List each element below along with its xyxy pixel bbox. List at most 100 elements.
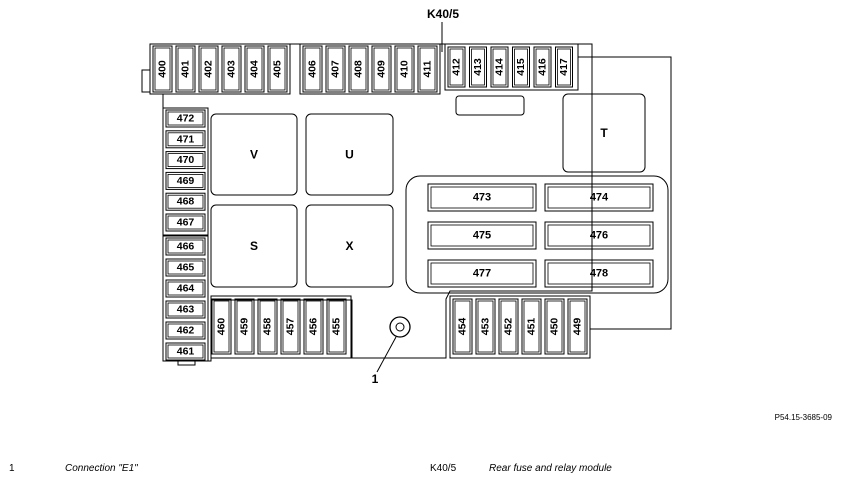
legend-key-1: 1 xyxy=(9,463,15,474)
fuse-group-top-3 xyxy=(444,43,579,91)
fuse-label-405: 405 xyxy=(272,60,284,78)
fuse-415: 415 xyxy=(512,46,530,88)
relay-label-U: U xyxy=(345,148,354,162)
fuse-label-413: 413 xyxy=(472,58,484,76)
fuse-411: 411 xyxy=(417,45,438,93)
relay-label-V: V xyxy=(250,148,258,162)
relay-475: 475 xyxy=(427,221,537,250)
fuse-408: 408 xyxy=(348,45,369,93)
fuse-412: 412 xyxy=(447,46,466,88)
fuse-label-408: 408 xyxy=(353,60,365,78)
relay-label-476: 476 xyxy=(590,230,608,242)
fuse-label-461: 461 xyxy=(177,346,195,358)
relay-478: 478 xyxy=(544,259,654,288)
relay-477: 477 xyxy=(427,259,537,288)
fuse-406: 406 xyxy=(302,45,323,93)
fuse-group-bottom-right xyxy=(449,295,591,359)
fuse-label-467: 467 xyxy=(177,217,195,229)
fuse-456: 456 xyxy=(303,298,324,355)
wire-right xyxy=(578,56,672,330)
fuse-label-412: 412 xyxy=(451,58,463,76)
fuse-458: 458 xyxy=(257,298,278,355)
legend-text-1: Connection "E1" xyxy=(65,463,138,474)
fuse-407: 407 xyxy=(325,45,346,93)
connection-e1-inner xyxy=(395,322,405,332)
fuse-451: 451 xyxy=(521,298,542,355)
callout-1-leader xyxy=(376,336,397,373)
fuse-label-463: 463 xyxy=(177,304,195,316)
relay-S: S xyxy=(210,204,298,288)
reference-code: P54.15-3685-09 xyxy=(774,413,832,422)
fuse-452: 452 xyxy=(498,298,519,355)
notch-top-left xyxy=(141,69,150,93)
fuse-label-462: 462 xyxy=(177,325,195,337)
fuse-label-466: 466 xyxy=(177,241,195,253)
fuse-label-458: 458 xyxy=(262,318,274,336)
fuse-group-top-1 xyxy=(149,43,291,95)
fuse-404: 404 xyxy=(244,45,265,93)
fuse-label-454: 454 xyxy=(457,318,469,336)
fuse-label-460: 460 xyxy=(216,318,228,336)
fuse-group-bottom-left xyxy=(210,295,352,359)
fuse-label-472: 472 xyxy=(177,113,195,125)
fuse-label-406: 406 xyxy=(307,60,319,78)
fuse-401: 401 xyxy=(175,45,196,93)
fuse-label-404: 404 xyxy=(249,60,261,78)
fuse-label-401: 401 xyxy=(180,60,192,78)
fuse-454: 454 xyxy=(452,298,473,355)
fuse-461: 461 xyxy=(165,342,206,361)
fuse-label-411: 411 xyxy=(422,60,434,77)
relay-474: 474 xyxy=(544,183,654,212)
legend-text-2: Rear fuse and relay module xyxy=(489,463,612,474)
small-block xyxy=(455,95,525,116)
fuse-label-417: 417 xyxy=(558,58,570,76)
relay-label-478: 478 xyxy=(590,268,608,280)
relay-label-473: 473 xyxy=(473,192,491,204)
relay-476: 476 xyxy=(544,221,654,250)
relay-T: T xyxy=(562,93,646,173)
fuse-465: 465 xyxy=(165,258,206,277)
fuse-468: 468 xyxy=(165,192,206,211)
connection-e1-outer xyxy=(389,316,411,338)
fuse-453: 453 xyxy=(475,298,496,355)
fuse-400: 400 xyxy=(152,45,173,93)
fuse-label-402: 402 xyxy=(203,60,215,78)
fuse-label-409: 409 xyxy=(376,60,388,78)
fuse-405: 405 xyxy=(267,45,288,93)
fuse-label-416: 416 xyxy=(537,58,549,76)
fuse-label-414: 414 xyxy=(494,58,506,76)
fuse-457: 457 xyxy=(280,298,301,355)
fuse-label-471: 471 xyxy=(177,133,195,145)
fuse-label-452: 452 xyxy=(503,318,515,336)
fuse-label-455: 455 xyxy=(331,318,343,336)
fuse-label-459: 459 xyxy=(239,318,251,336)
fuse-label-469: 469 xyxy=(177,175,195,187)
fuse-label-410: 410 xyxy=(399,60,411,78)
relay-473: 473 xyxy=(427,183,537,212)
fuse-410: 410 xyxy=(394,45,415,93)
fuse-label-407: 407 xyxy=(330,60,342,78)
fuse-group-left-upper xyxy=(162,107,209,236)
relay-label-T: T xyxy=(600,126,608,140)
fuse-label-456: 456 xyxy=(308,318,320,336)
fuse-416: 416 xyxy=(533,46,552,88)
legend-key-2: K40/5 xyxy=(430,463,457,474)
callout-1-label: 1 xyxy=(372,372,379,386)
fuse-467: 467 xyxy=(165,213,206,232)
relay-label-S: S xyxy=(250,239,258,253)
fuse-471: 471 xyxy=(165,130,206,149)
fuse-label-403: 403 xyxy=(226,60,238,78)
fuse-464: 464 xyxy=(165,279,206,298)
fuse-label-468: 468 xyxy=(177,196,195,208)
fuse-455: 455 xyxy=(326,298,347,355)
fuse-459: 459 xyxy=(234,298,255,355)
fuse-460: 460 xyxy=(211,298,232,355)
relay-X: X xyxy=(305,204,394,288)
fuse-417: 417 xyxy=(555,46,573,88)
relay-U: U xyxy=(305,113,394,196)
fuse-label-470: 470 xyxy=(177,154,195,166)
relay-label-477: 477 xyxy=(473,268,491,280)
fuse-466: 466 xyxy=(165,237,206,256)
fuse-label-450: 450 xyxy=(549,318,561,336)
